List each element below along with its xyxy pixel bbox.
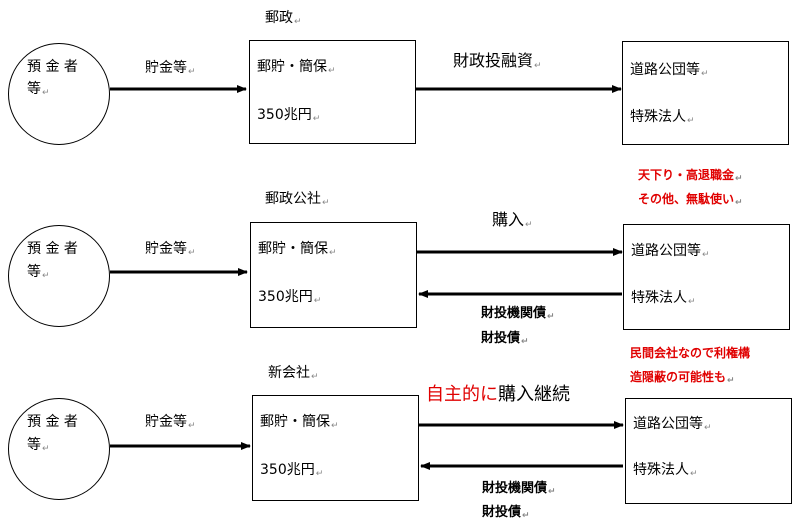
row3-center-line2: 350兆円↵ xyxy=(260,462,324,479)
row1-right-line2: 特殊法人↵ xyxy=(630,109,695,126)
row3-title: 新会社↵ xyxy=(268,365,319,382)
row2-circle-line1: 預 金 者 xyxy=(27,241,78,257)
row3-right-line2: 特殊法人↵ xyxy=(633,462,698,479)
row2-title: 郵政公社↵ xyxy=(265,191,330,208)
row1-left-label: 貯金等↵ xyxy=(145,60,196,77)
row3-right-line1: 道路公団等↵ xyxy=(633,416,712,433)
row3-mid-label: 自主的に購入継続 xyxy=(426,384,570,405)
row2-note-line1: 天下り・高退職金↵ xyxy=(638,168,743,184)
row2-return-line2: 財投債↵ xyxy=(481,331,529,347)
row2-note-line2: その他、無駄使い↵ xyxy=(638,192,743,208)
row2-postal-box xyxy=(250,222,417,328)
row2-mid-label: 購入↵ xyxy=(492,210,533,231)
row3-circle-line2: 等↵ xyxy=(27,437,50,454)
row3-note-line2: 造隠蔽の可能性も↵ xyxy=(630,370,735,386)
row2-center-line1: 郵貯・簡保↵ xyxy=(258,241,337,258)
row1-right-line1: 道路公団等↵ xyxy=(630,62,709,79)
row1-center-line1: 郵貯・簡保↵ xyxy=(257,59,336,76)
row2-center-line2: 350兆円↵ xyxy=(258,289,322,306)
row2-circle-line2: 等↵ xyxy=(27,264,50,281)
row2-right-line2: 特殊法人↵ xyxy=(631,290,696,307)
row1-title: 郵政↵ xyxy=(265,10,302,27)
row2-agency-box xyxy=(623,224,790,330)
row1-postal-box xyxy=(249,40,416,144)
row1-depositor-circle xyxy=(8,43,110,145)
row3-note-line1: 民間会社なので利権構 xyxy=(630,346,751,360)
row3-postal-box xyxy=(252,395,419,501)
row2-return-line1: 財投機関債↵ xyxy=(481,306,555,322)
row2-depositor-circle xyxy=(8,225,110,327)
row1-circle-line2: 等↵ xyxy=(27,81,50,98)
row3-return-line1: 財投機関債↵ xyxy=(482,481,556,497)
row1-center-line2: 350兆円↵ xyxy=(257,107,321,124)
row2-left-label: 貯金等↵ xyxy=(145,241,196,258)
row3-left-label: 貯金等↵ xyxy=(145,414,196,431)
row3-circle-line1: 預 金 者 xyxy=(27,414,78,430)
row1-circle-line1: 預 金 者 xyxy=(27,59,78,75)
row1-agency-box xyxy=(622,41,789,145)
row3-return-line2: 財投債↵ xyxy=(482,505,530,521)
row1-mid-label: 財政投融資↵ xyxy=(453,51,542,72)
row2-right-line1: 道路公団等↵ xyxy=(631,243,710,260)
row3-agency-box xyxy=(625,398,792,504)
row3-center-line1: 郵貯・簡保↵ xyxy=(260,414,339,431)
row3-depositor-circle xyxy=(8,398,110,500)
